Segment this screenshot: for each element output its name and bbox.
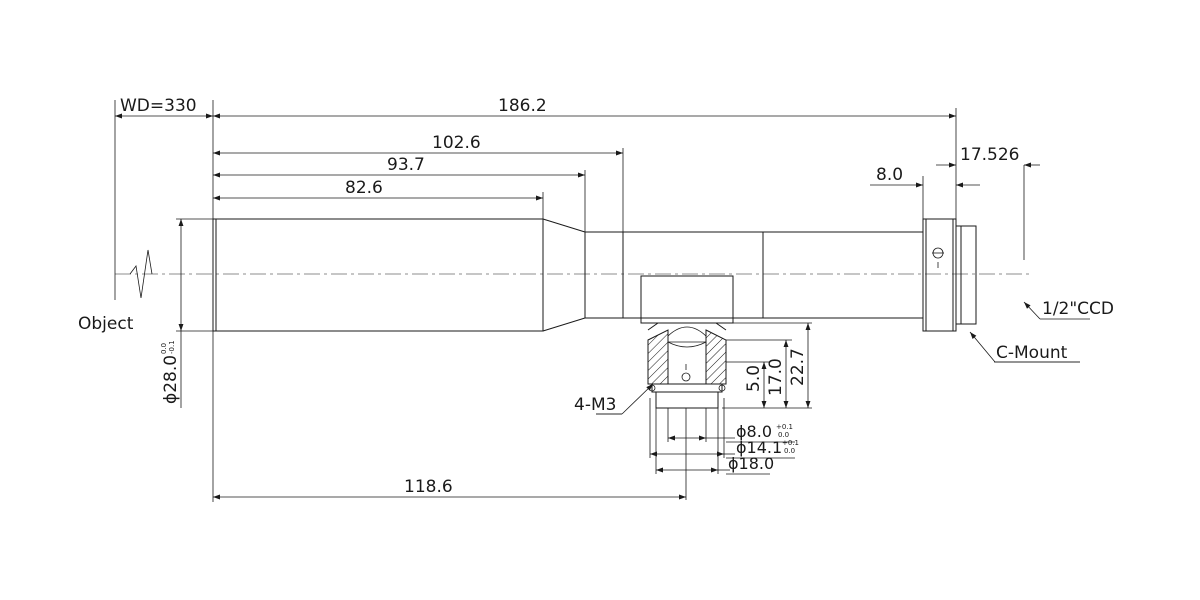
object-label: Object bbox=[78, 314, 134, 334]
label-underlines bbox=[596, 361, 1080, 475]
port-neck bbox=[647, 322, 727, 331]
ccd-label: 1/2"CCD bbox=[1042, 299, 1114, 319]
dia-14-1-tol-upper: +0.1 bbox=[782, 439, 799, 447]
axis-break-symbol bbox=[129, 249, 153, 299]
dim-17-526-label: 17.526 bbox=[960, 145, 1019, 165]
dim-17-0-label: 17.0 bbox=[766, 358, 786, 396]
rear-tube bbox=[762, 231, 924, 319]
c-mount-label: C-Mount bbox=[996, 343, 1068, 363]
taper-section bbox=[542, 218, 586, 332]
extension-lines bbox=[114, 100, 1025, 502]
dia-28-tol-upper: 0.0 bbox=[160, 343, 168, 354]
total-length-label: 186.2 bbox=[498, 96, 547, 116]
dim-118-6-label: 118.6 bbox=[404, 477, 453, 497]
port-block bbox=[640, 275, 734, 324]
coaxial-port bbox=[640, 275, 734, 500]
dia-18-label: ϕ18.0 bbox=[728, 454, 774, 473]
wd-label: WD=330 bbox=[120, 96, 197, 116]
dia-14-1-label: ϕ14.1 bbox=[736, 438, 782, 457]
main-tube bbox=[622, 231, 764, 319]
dia-8-tol-lower: 0.0 bbox=[778, 431, 789, 439]
hatched-wall-right bbox=[705, 329, 727, 385]
c-mount-thread bbox=[955, 225, 977, 325]
mount-collar bbox=[922, 218, 957, 332]
dimension-text: WD=330 186.2 102.6 93.7 82.6 8.0 17.526 … bbox=[78, 96, 1114, 497]
port-flange-ring bbox=[651, 383, 723, 393]
optical-axis bbox=[115, 249, 1030, 299]
dim-5-0-label: 5.0 bbox=[744, 365, 764, 392]
port-screw-icon bbox=[681, 372, 691, 382]
dia-8-tol-upper: +0.1 bbox=[776, 423, 793, 431]
dim-22-7-label: 22.7 bbox=[788, 348, 808, 386]
lens-body bbox=[212, 218, 977, 332]
dia-28-tol-lower: -0.1 bbox=[168, 340, 176, 354]
dia-14-1-tol-lower: 0.0 bbox=[784, 447, 795, 455]
thread-label: 4-M3 bbox=[574, 395, 616, 415]
front-barrel bbox=[212, 218, 544, 332]
dia-8-label: ϕ8.0 bbox=[736, 422, 772, 441]
dim-93-7-label: 93.7 bbox=[387, 155, 425, 175]
mid-tube bbox=[584, 231, 624, 319]
dimension-lines bbox=[115, 113, 1040, 500]
port-bottom bbox=[655, 391, 719, 409]
hatched-wall-left bbox=[647, 329, 669, 385]
dim-82-6-label: 82.6 bbox=[345, 178, 383, 198]
dim-102-6-label: 102.6 bbox=[432, 133, 481, 153]
dim-8-0-label: 8.0 bbox=[876, 165, 903, 185]
dia-28-label: ϕ28.0 bbox=[161, 355, 181, 404]
